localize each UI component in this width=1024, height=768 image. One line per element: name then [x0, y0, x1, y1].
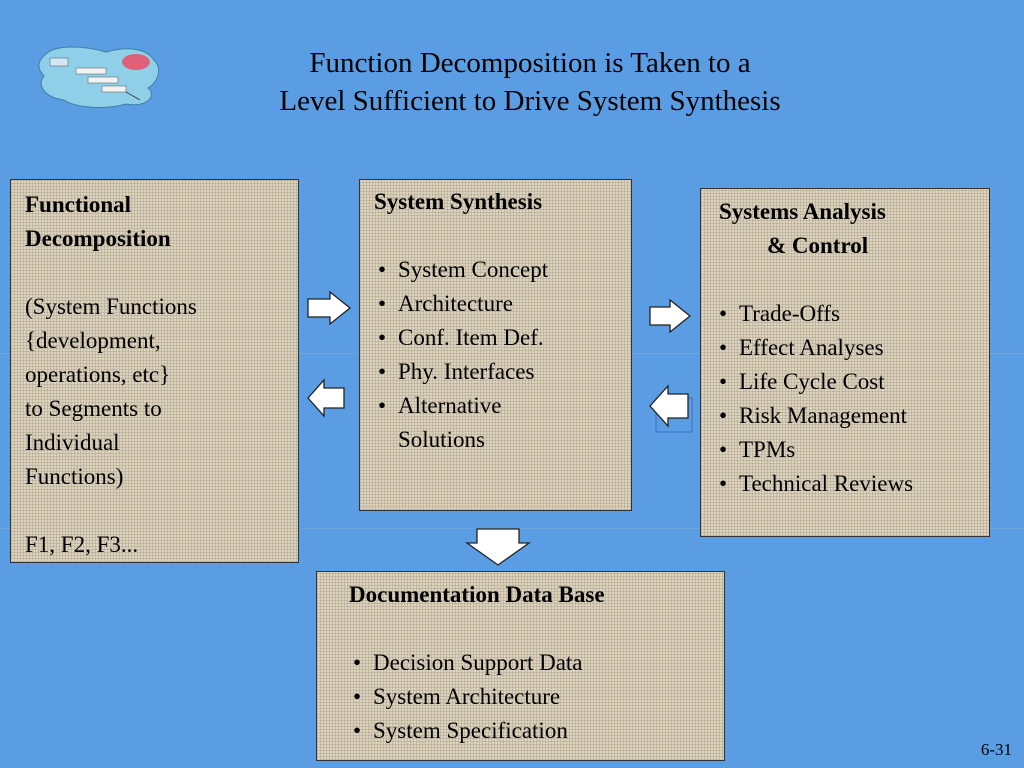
list-item: Life Cycle Cost: [715, 365, 975, 399]
title-line-2: Level Sufficient to Drive System Synthes…: [279, 85, 781, 117]
title-line-1: Function Decomposition is Taken to a: [309, 47, 751, 79]
functional-decomposition-box: Functional Decomposition (System Functio…: [10, 179, 299, 563]
list-item: Trade-Offs: [715, 297, 975, 331]
documentation-list: Decision Support Data System Architectur…: [349, 646, 692, 748]
arrow-down-icon: [465, 528, 531, 566]
list-item: Risk Management: [715, 399, 975, 433]
list-item: Architecture: [374, 287, 617, 321]
list-item: Phy. Interfaces: [374, 355, 617, 389]
list-item: Decision Support Data: [349, 646, 692, 680]
list-item: Alternative: [374, 389, 617, 423]
fd-body-line: operations, etc}: [25, 362, 171, 387]
arrow-right-icon: [307, 290, 352, 326]
fd-body-line: to Segments to: [25, 396, 162, 421]
arrow-right-icon: [649, 298, 692, 334]
fd-body-line: Functions): [25, 464, 124, 489]
list-item: Effect Analyses: [715, 331, 975, 365]
documentation-database-box: Documentation Data Base Decision Support…: [316, 571, 725, 761]
arrow-left-icon: [649, 384, 693, 433]
documentation-heading: Documentation Data Base: [349, 582, 605, 607]
fd-body-line: Individual: [25, 430, 120, 455]
page-number: 6-31: [980, 740, 1012, 759]
slide-title: Function Decomposition is Taken to a Lev…: [170, 44, 890, 120]
list-item: System Architecture: [349, 680, 692, 714]
systems-analysis-box: Systems Analysis & Control Trade-Offs Ef…: [700, 188, 990, 537]
list-item: System Specification: [349, 714, 692, 748]
functional-decomposition-heading-1: Functional: [25, 192, 132, 217]
list-continuation: Solutions: [398, 427, 485, 452]
list-item: Conf. Item Def.: [374, 321, 617, 355]
arrow-left-icon: [307, 378, 345, 418]
systems-analysis-heading-1: Systems Analysis: [719, 199, 886, 224]
system-synthesis-heading: System Synthesis: [374, 189, 543, 214]
list-item: TPMs: [715, 433, 975, 467]
functional-decomposition-heading-2: Decomposition: [25, 226, 171, 251]
system-synthesis-list: System Concept Architecture Conf. Item D…: [374, 253, 617, 423]
list-item: Technical Reviews: [715, 467, 975, 501]
systems-analysis-heading-2: & Control: [767, 233, 869, 258]
fd-body-line: {development,: [25, 328, 161, 353]
systems-analysis-list: Trade-Offs Effect Analyses Life Cycle Co…: [715, 297, 975, 501]
fd-footer: F1, F2, F3...: [25, 532, 139, 557]
fd-body-line: (System Functions: [25, 294, 197, 319]
system-synthesis-box: System Synthesis System Concept Architec…: [359, 179, 632, 511]
list-item: System Concept: [374, 253, 617, 287]
process-overview-logo-icon: [38, 46, 160, 108]
